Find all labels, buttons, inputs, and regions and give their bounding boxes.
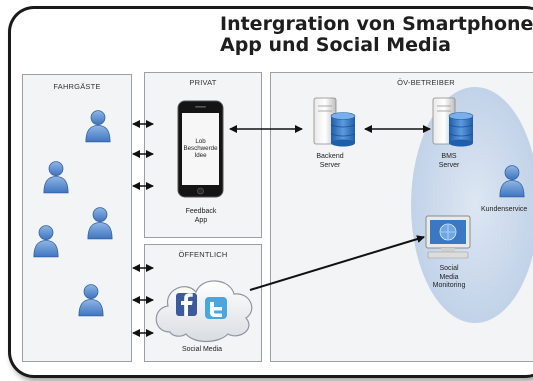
kundenservice-area — [411, 87, 533, 323]
bms-server-label: BMS Server — [438, 153, 460, 169]
feedback-app-label: Feedback App — [185, 208, 217, 224]
title-line-2: App und Social Media — [220, 34, 451, 56]
backend-server-label: Backend Server — [316, 153, 344, 169]
cloud-icon — [155, 280, 253, 343]
social-monitoring-arrow — [249, 235, 425, 291]
smartphone-icon — [177, 100, 224, 198]
facebook-icon — [176, 293, 197, 316]
person-icon — [87, 207, 113, 240]
person-icon — [33, 225, 59, 258]
panel-label-oev-betreiber: ÖV-BETREIBER — [397, 78, 455, 87]
monitor-icon — [425, 215, 471, 259]
server-icon — [432, 97, 474, 147]
panel-fahrgaeste: FAHRGÄSTE — [22, 74, 132, 362]
social-media-label: Social Media — [181, 346, 223, 353]
twitter-icon — [205, 297, 227, 319]
title-line-1: Intergration von Smartphone — [220, 13, 533, 35]
person-icon — [43, 161, 69, 194]
diagram-title: Intergration von Smartphone App und Soci… — [220, 14, 533, 56]
phone-screen-text: Lob Beschwerde Idee — [182, 138, 219, 160]
panel-label-privat: PRIVAT — [189, 78, 217, 87]
phone-text-lob: Lob — [195, 138, 206, 145]
phone-text-idee: Idee — [194, 152, 207, 160]
person-icon — [78, 284, 104, 317]
panel-label-oeffentlich: ÖFFENTLICH — [178, 250, 228, 259]
kundenservice-label: Kundenservice — [481, 206, 528, 213]
person-icon — [85, 110, 111, 143]
server-icon — [313, 97, 356, 147]
social-media-monitoring-label: Social Media Monitoring — [432, 265, 466, 289]
phone-text-beschwerde: Beschwerde — [183, 145, 218, 153]
panel-label-fahrgaeste: FAHRGÄSTE — [53, 82, 101, 91]
